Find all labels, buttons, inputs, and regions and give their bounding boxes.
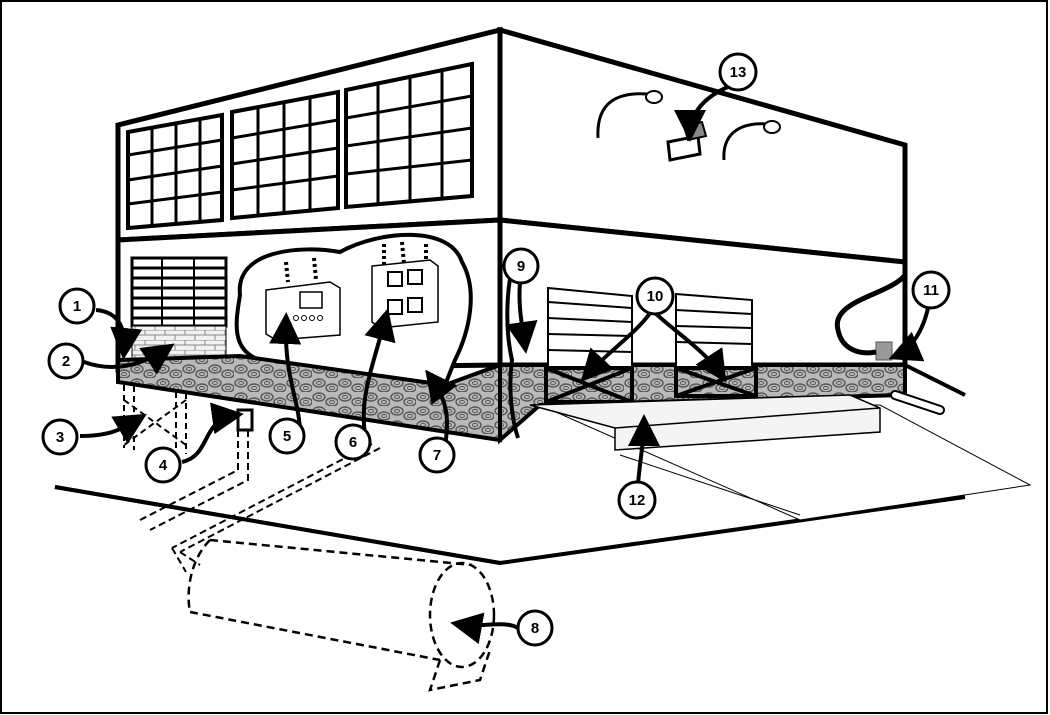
service-cable	[834, 273, 907, 356]
svg-text:9: 9	[517, 258, 525, 275]
callout-8: 8	[516, 609, 554, 647]
callout-3: 3	[41, 418, 79, 456]
leader-lines	[79, 84, 932, 645]
callout-13: 13	[718, 52, 758, 92]
callout-9: 9	[502, 247, 540, 285]
svg-text:12: 12	[629, 492, 646, 509]
svg-text:4: 4	[159, 457, 168, 474]
svg-text:6: 6	[349, 434, 357, 451]
valve-box	[236, 408, 254, 432]
svg-text:3: 3	[56, 429, 64, 446]
underground-pipe	[139, 430, 381, 573]
svg-text:1: 1	[73, 298, 81, 315]
svg-text:2: 2	[62, 353, 70, 370]
callouts: 1 2 3 4 5 6 7 8	[41, 52, 951, 647]
svg-text:10: 10	[647, 288, 664, 305]
svg-text:7: 7	[433, 447, 441, 464]
svg-text:11: 11	[923, 282, 939, 299]
svg-text:5: 5	[283, 428, 291, 445]
callout-4: 4	[144, 446, 182, 484]
callout-7: 7	[418, 436, 456, 474]
loading-dock	[529, 394, 881, 451]
meter-box	[875, 341, 893, 361]
brick-wall	[131, 325, 227, 361]
callout-5: 5	[268, 417, 306, 455]
exterior-lights	[596, 90, 781, 161]
callout-12: 12	[617, 480, 657, 520]
callout-6: 6	[334, 423, 372, 461]
callout-2: 2	[47, 342, 85, 380]
upper-windows	[126, 61, 474, 231]
svg-text:13: 13	[730, 64, 747, 81]
callout-11: 11	[911, 270, 951, 310]
callout-1: 1	[58, 287, 96, 325]
underground-tank	[187, 538, 496, 692]
drain-pipe	[890, 363, 966, 415]
louvered-vent	[130, 256, 228, 328]
callout-10: 10	[635, 276, 675, 316]
svg-text:8: 8	[531, 620, 539, 637]
